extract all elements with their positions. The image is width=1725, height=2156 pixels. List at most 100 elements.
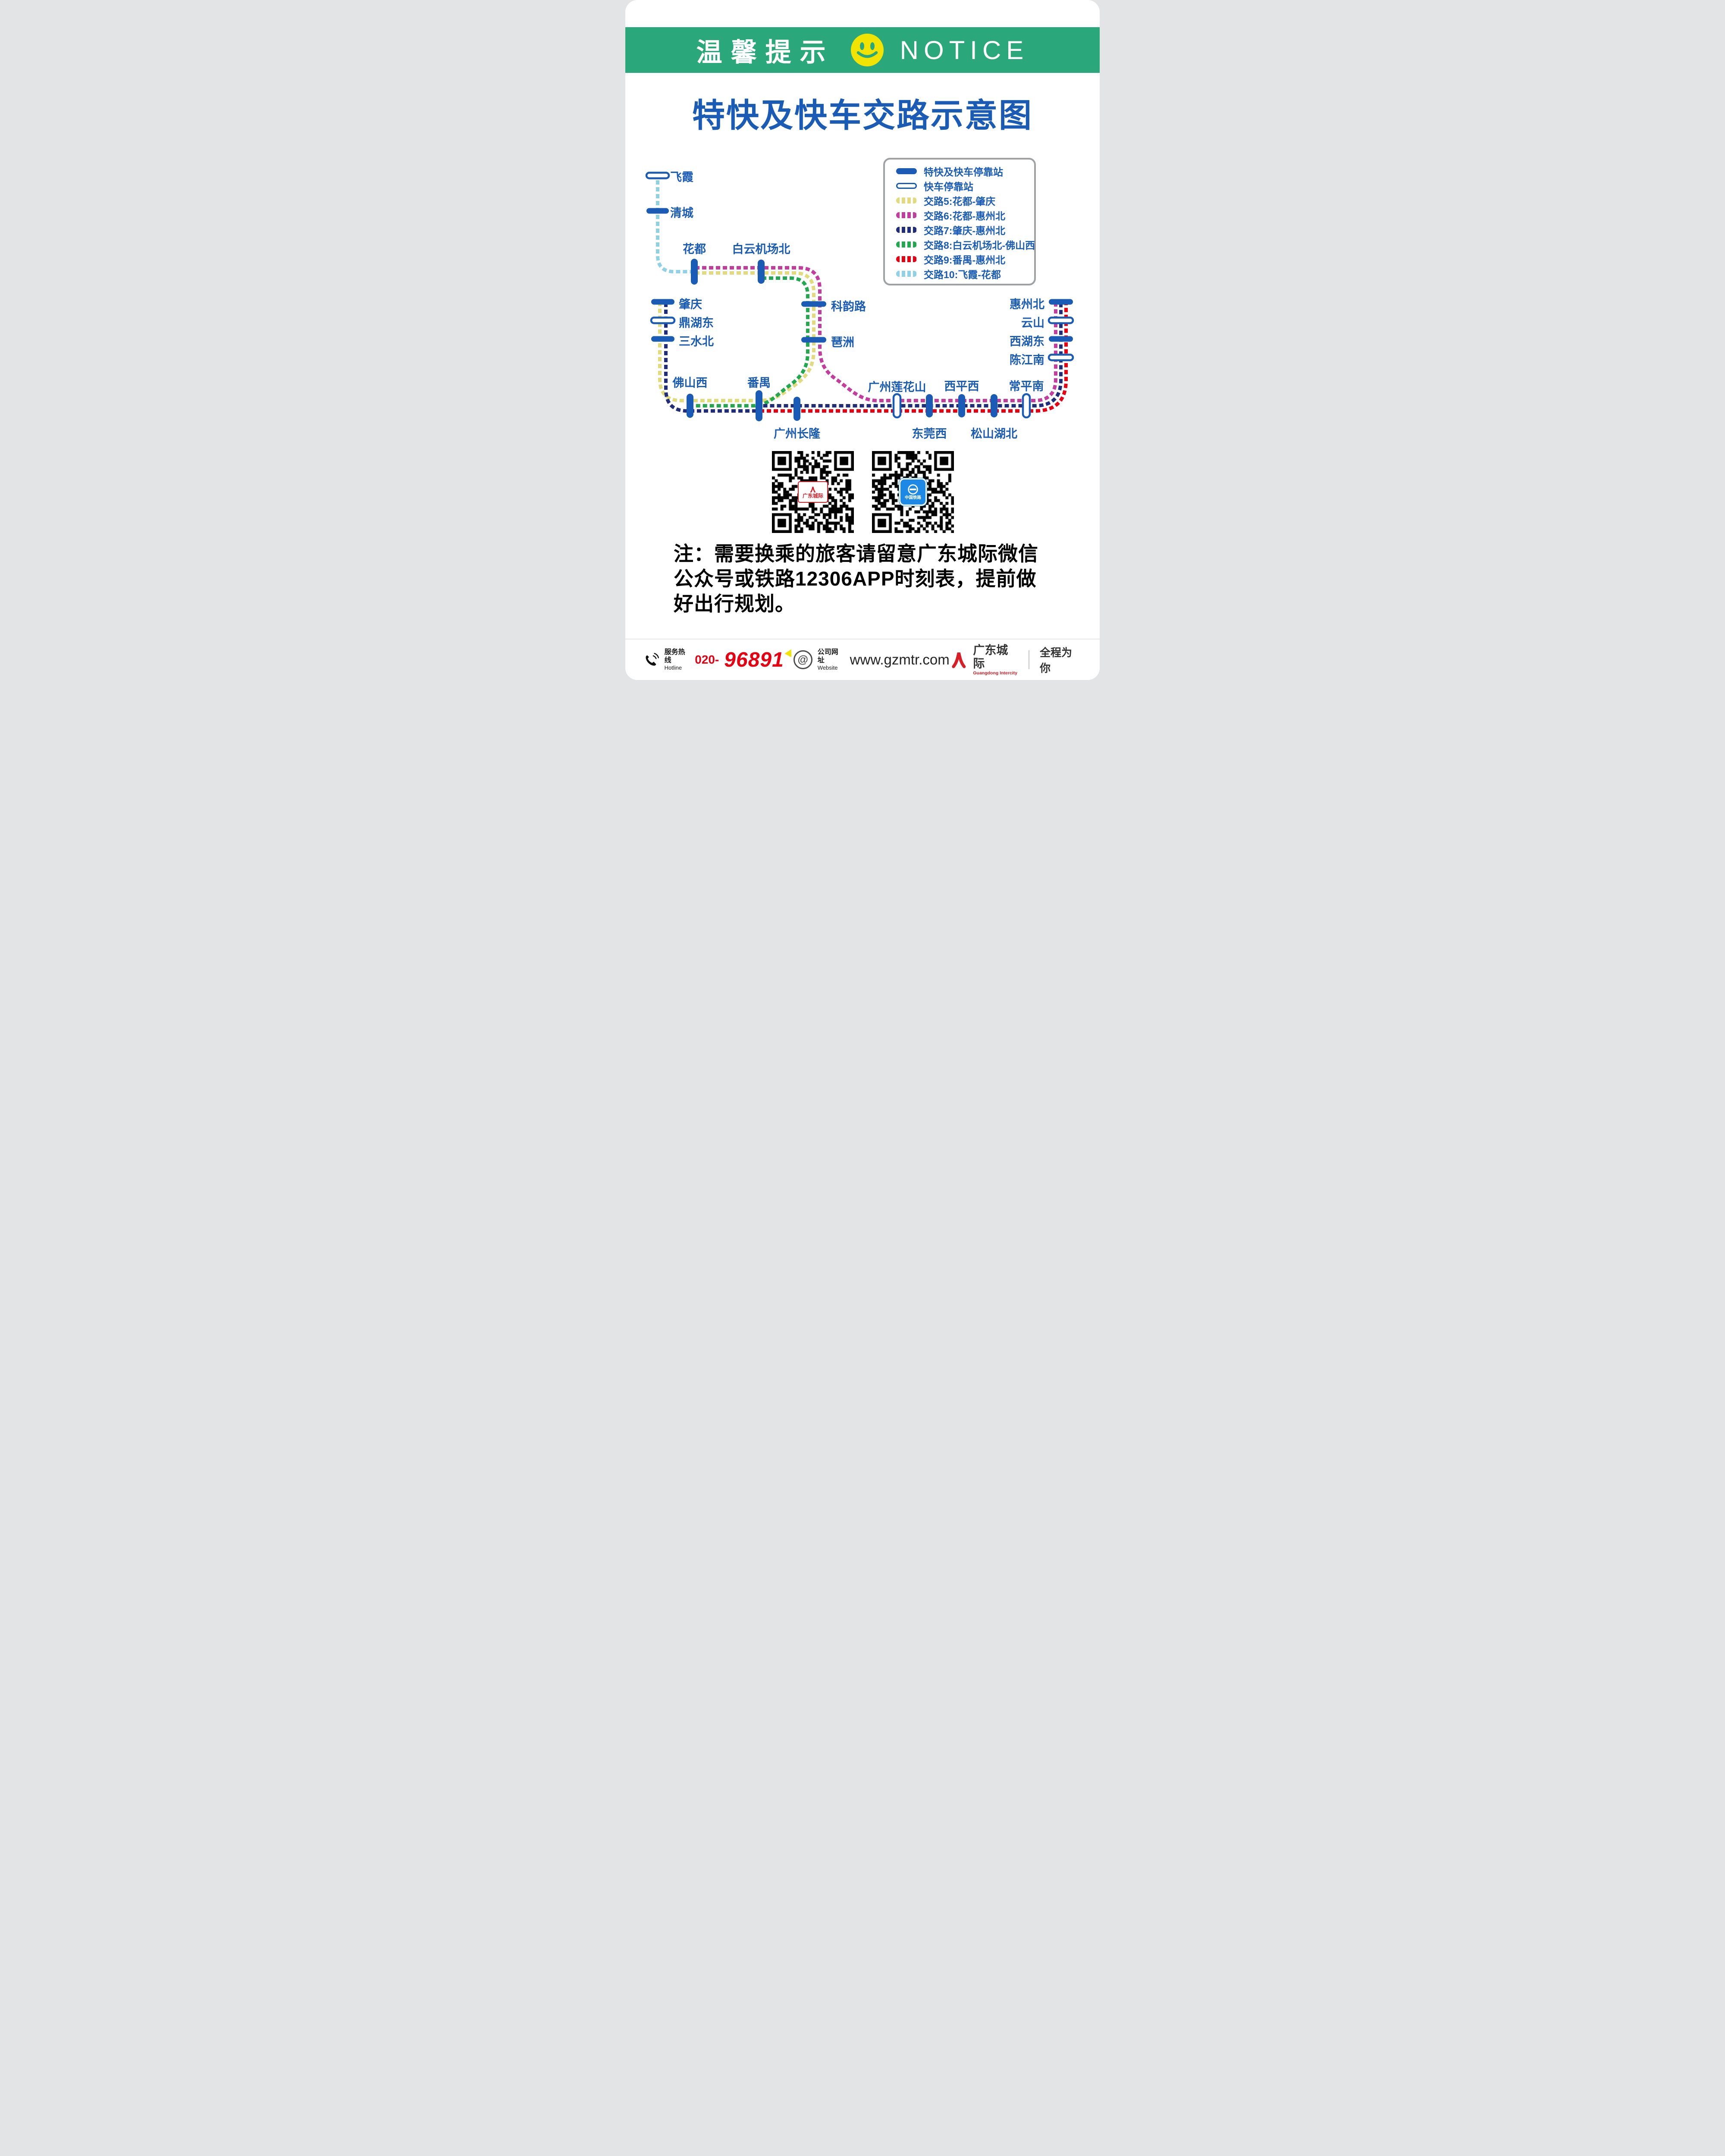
website-labels: 公司网址 Website bbox=[818, 648, 841, 671]
hotline-prefix: 020- bbox=[695, 653, 719, 666]
station-label-changpingnan: 常平南 bbox=[1009, 380, 1044, 393]
route5-line bbox=[658, 271, 815, 402]
legend-item: 交路6:花都-惠州北 bbox=[896, 208, 1031, 222]
station-label-baiyunjichangbei: 白云机场北 bbox=[732, 243, 790, 256]
website-label-en: Website bbox=[817, 664, 838, 671]
station-label-qingcheng: 清城 bbox=[670, 207, 693, 219]
legend-item-label: 交路6:花都-惠州北 bbox=[924, 210, 1006, 222]
station-marker-sanshuibei bbox=[651, 336, 674, 342]
route-map bbox=[645, 172, 1074, 421]
legend-item: 交路10:飞霞-花都 bbox=[896, 266, 1031, 281]
legend-item-label: 特快及快车停靠站 bbox=[924, 166, 1003, 178]
qr-logo-label: 中国铁路 bbox=[904, 495, 921, 501]
phone-icon bbox=[646, 653, 659, 666]
qr-logo-label: 广东城际 bbox=[802, 492, 823, 499]
station-marker-dinghudong bbox=[650, 317, 676, 324]
notice-header: 温馨提示 NOTICE bbox=[625, 27, 1100, 73]
hotline-group: 服务热线 Hotline 020- 96891 bbox=[643, 647, 795, 672]
legend-item: 交路7:肇庆-惠州北 bbox=[896, 222, 1031, 237]
station-label-songshanhubei: 松山湖北 bbox=[971, 427, 1017, 440]
header-title-cn: 温馨提示 bbox=[696, 38, 834, 67]
station-label-huizhoubei: 惠州北 bbox=[1010, 298, 1044, 311]
guangdong-intercity-logo-icon bbox=[952, 652, 966, 668]
station-label-keyunlu: 科韵路 bbox=[831, 300, 866, 313]
legend-item-label: 交路8:白云机场北-佛山西 bbox=[924, 240, 1035, 251]
legend-item: 交路9:番禺-惠州北 bbox=[896, 252, 1031, 266]
legend-item: 交路5:花都-肇庆 bbox=[896, 193, 1031, 208]
station-marker-foshanxi bbox=[687, 394, 693, 418]
route8-line-icon bbox=[896, 241, 917, 248]
brand-name-cn: 广东城际 bbox=[973, 643, 1008, 670]
brand-name-en: Guangdong Intercity bbox=[973, 671, 1018, 676]
website-group: @ 公司网址 Website www.gzmtr.com bbox=[793, 648, 950, 671]
route7-line-icon bbox=[896, 227, 917, 233]
station-label-dinghudong: 鼎湖东 bbox=[679, 317, 714, 329]
station-label-chenjiangnan: 陈江南 bbox=[1010, 354, 1044, 367]
legend-item: 交路8:白云机场北-佛山西 bbox=[896, 237, 1035, 252]
brand-slogan: 全程为你 bbox=[1040, 647, 1073, 674]
station-marker-yunshan bbox=[1048, 317, 1074, 324]
station-label-zhaoqing: 肇庆 bbox=[679, 298, 702, 311]
route9-line-icon bbox=[896, 256, 917, 262]
brand-labels: 广东城际 Guangdong Intercity bbox=[973, 644, 1018, 676]
station-marker-baiyunjichangbei bbox=[758, 260, 765, 284]
station-marker-zhaoqing bbox=[651, 299, 674, 305]
route7-line bbox=[664, 303, 1063, 413]
route8-line bbox=[690, 276, 809, 407]
guangdong-intercity-logo-icon bbox=[810, 486, 815, 492]
header-title-en: NOTICE bbox=[900, 35, 1029, 65]
china-railway-emblem-icon bbox=[908, 484, 918, 495]
page-title: 特快及快车交路示意图 bbox=[692, 97, 1033, 134]
station-marker-panyu bbox=[756, 390, 762, 421]
legend-item-label: 交路10:飞霞-花都 bbox=[924, 269, 1001, 280]
station-label-guangzhouchanglong: 广州长隆 bbox=[774, 427, 820, 440]
station-marker-xihudong bbox=[1049, 336, 1073, 342]
smiley-icon bbox=[850, 34, 884, 66]
station-label-panyu: 番禺 bbox=[747, 376, 771, 389]
route6-line bbox=[695, 266, 1057, 402]
station-label-sanshuibei: 三水北 bbox=[679, 335, 714, 348]
station-marker-songshanhubei bbox=[991, 394, 997, 417]
legend-item: 快车停靠站 bbox=[896, 179, 1031, 193]
legend-item-label: 交路7:肇庆-惠州北 bbox=[924, 225, 1006, 236]
station-marker-huizhoubei bbox=[1049, 299, 1073, 305]
station-marker-chenjiangnan bbox=[1048, 354, 1074, 361]
route10-line-icon bbox=[896, 271, 917, 277]
station-marker-xipingxi bbox=[958, 394, 965, 417]
legend-item: 特快及快车停靠站 bbox=[896, 164, 1031, 179]
station-label-guangzhoulianhuashan: 广州莲花山 bbox=[868, 381, 926, 394]
footer: 服务热线 Hotline 020- 96891 @ 公司网址 Website w… bbox=[625, 639, 1100, 680]
brand-group: 广东城际 Guangdong Intercity 全程为你 bbox=[950, 644, 1082, 676]
route9-line bbox=[760, 303, 1068, 413]
legend-item-label: 交路9:番禺-惠州北 bbox=[924, 254, 1006, 266]
at-icon: @ bbox=[793, 650, 812, 669]
website-url: www.gzmtr.com bbox=[850, 652, 950, 667]
legend: 特快及快车停靠站 快车停靠站 交路5:花都-肇庆 交路6:花都-惠州北 交路7:… bbox=[883, 158, 1036, 285]
hotline-number: 96891 bbox=[724, 648, 784, 671]
station-label-pazhou: 琶洲 bbox=[831, 336, 854, 349]
station-marker-qingcheng bbox=[646, 208, 669, 214]
note-text: 注：需要换乘的旅客请留意广东城际微信公众号或铁路12306APP时刻表，提前做好… bbox=[674, 542, 1038, 615]
station-marker-pazhou bbox=[801, 337, 826, 343]
station-marker-dongguanxi bbox=[926, 394, 933, 417]
qr-center-logo-china-railway: 中国铁路 bbox=[899, 478, 927, 506]
legend-item-label: 交路5:花都-肇庆 bbox=[924, 196, 996, 207]
station-label-xihudong: 西湖东 bbox=[1010, 335, 1044, 348]
station-marker-guangzhouchanglong bbox=[794, 397, 800, 421]
hotline-label-en: Hotline bbox=[664, 664, 682, 671]
hotline-label-cn: 服务热线 bbox=[664, 649, 685, 664]
station-label-yunshan: 云山 bbox=[1021, 317, 1044, 329]
station-marker-huadu bbox=[691, 259, 698, 285]
station-label-xipingxi: 西平西 bbox=[944, 380, 979, 393]
station-label-foshanxi: 佛山西 bbox=[672, 376, 708, 389]
station-marker-guangzhoulianhuashan bbox=[892, 393, 902, 419]
station-marker-changpingnan bbox=[1022, 393, 1031, 419]
qr-code-guangdong-intercity: 广东城际 bbox=[772, 451, 854, 533]
station-label-feixia: 飞霞 bbox=[670, 171, 693, 184]
website-label-cn: 公司网址 bbox=[817, 649, 838, 664]
qr-center-logo-guangdong-intercity: 广东城际 bbox=[798, 481, 828, 503]
fast-stop-icon bbox=[896, 183, 917, 189]
route5-line-icon bbox=[896, 197, 917, 204]
route6-line-icon bbox=[896, 212, 917, 218]
station-marker-feixia bbox=[645, 172, 670, 179]
